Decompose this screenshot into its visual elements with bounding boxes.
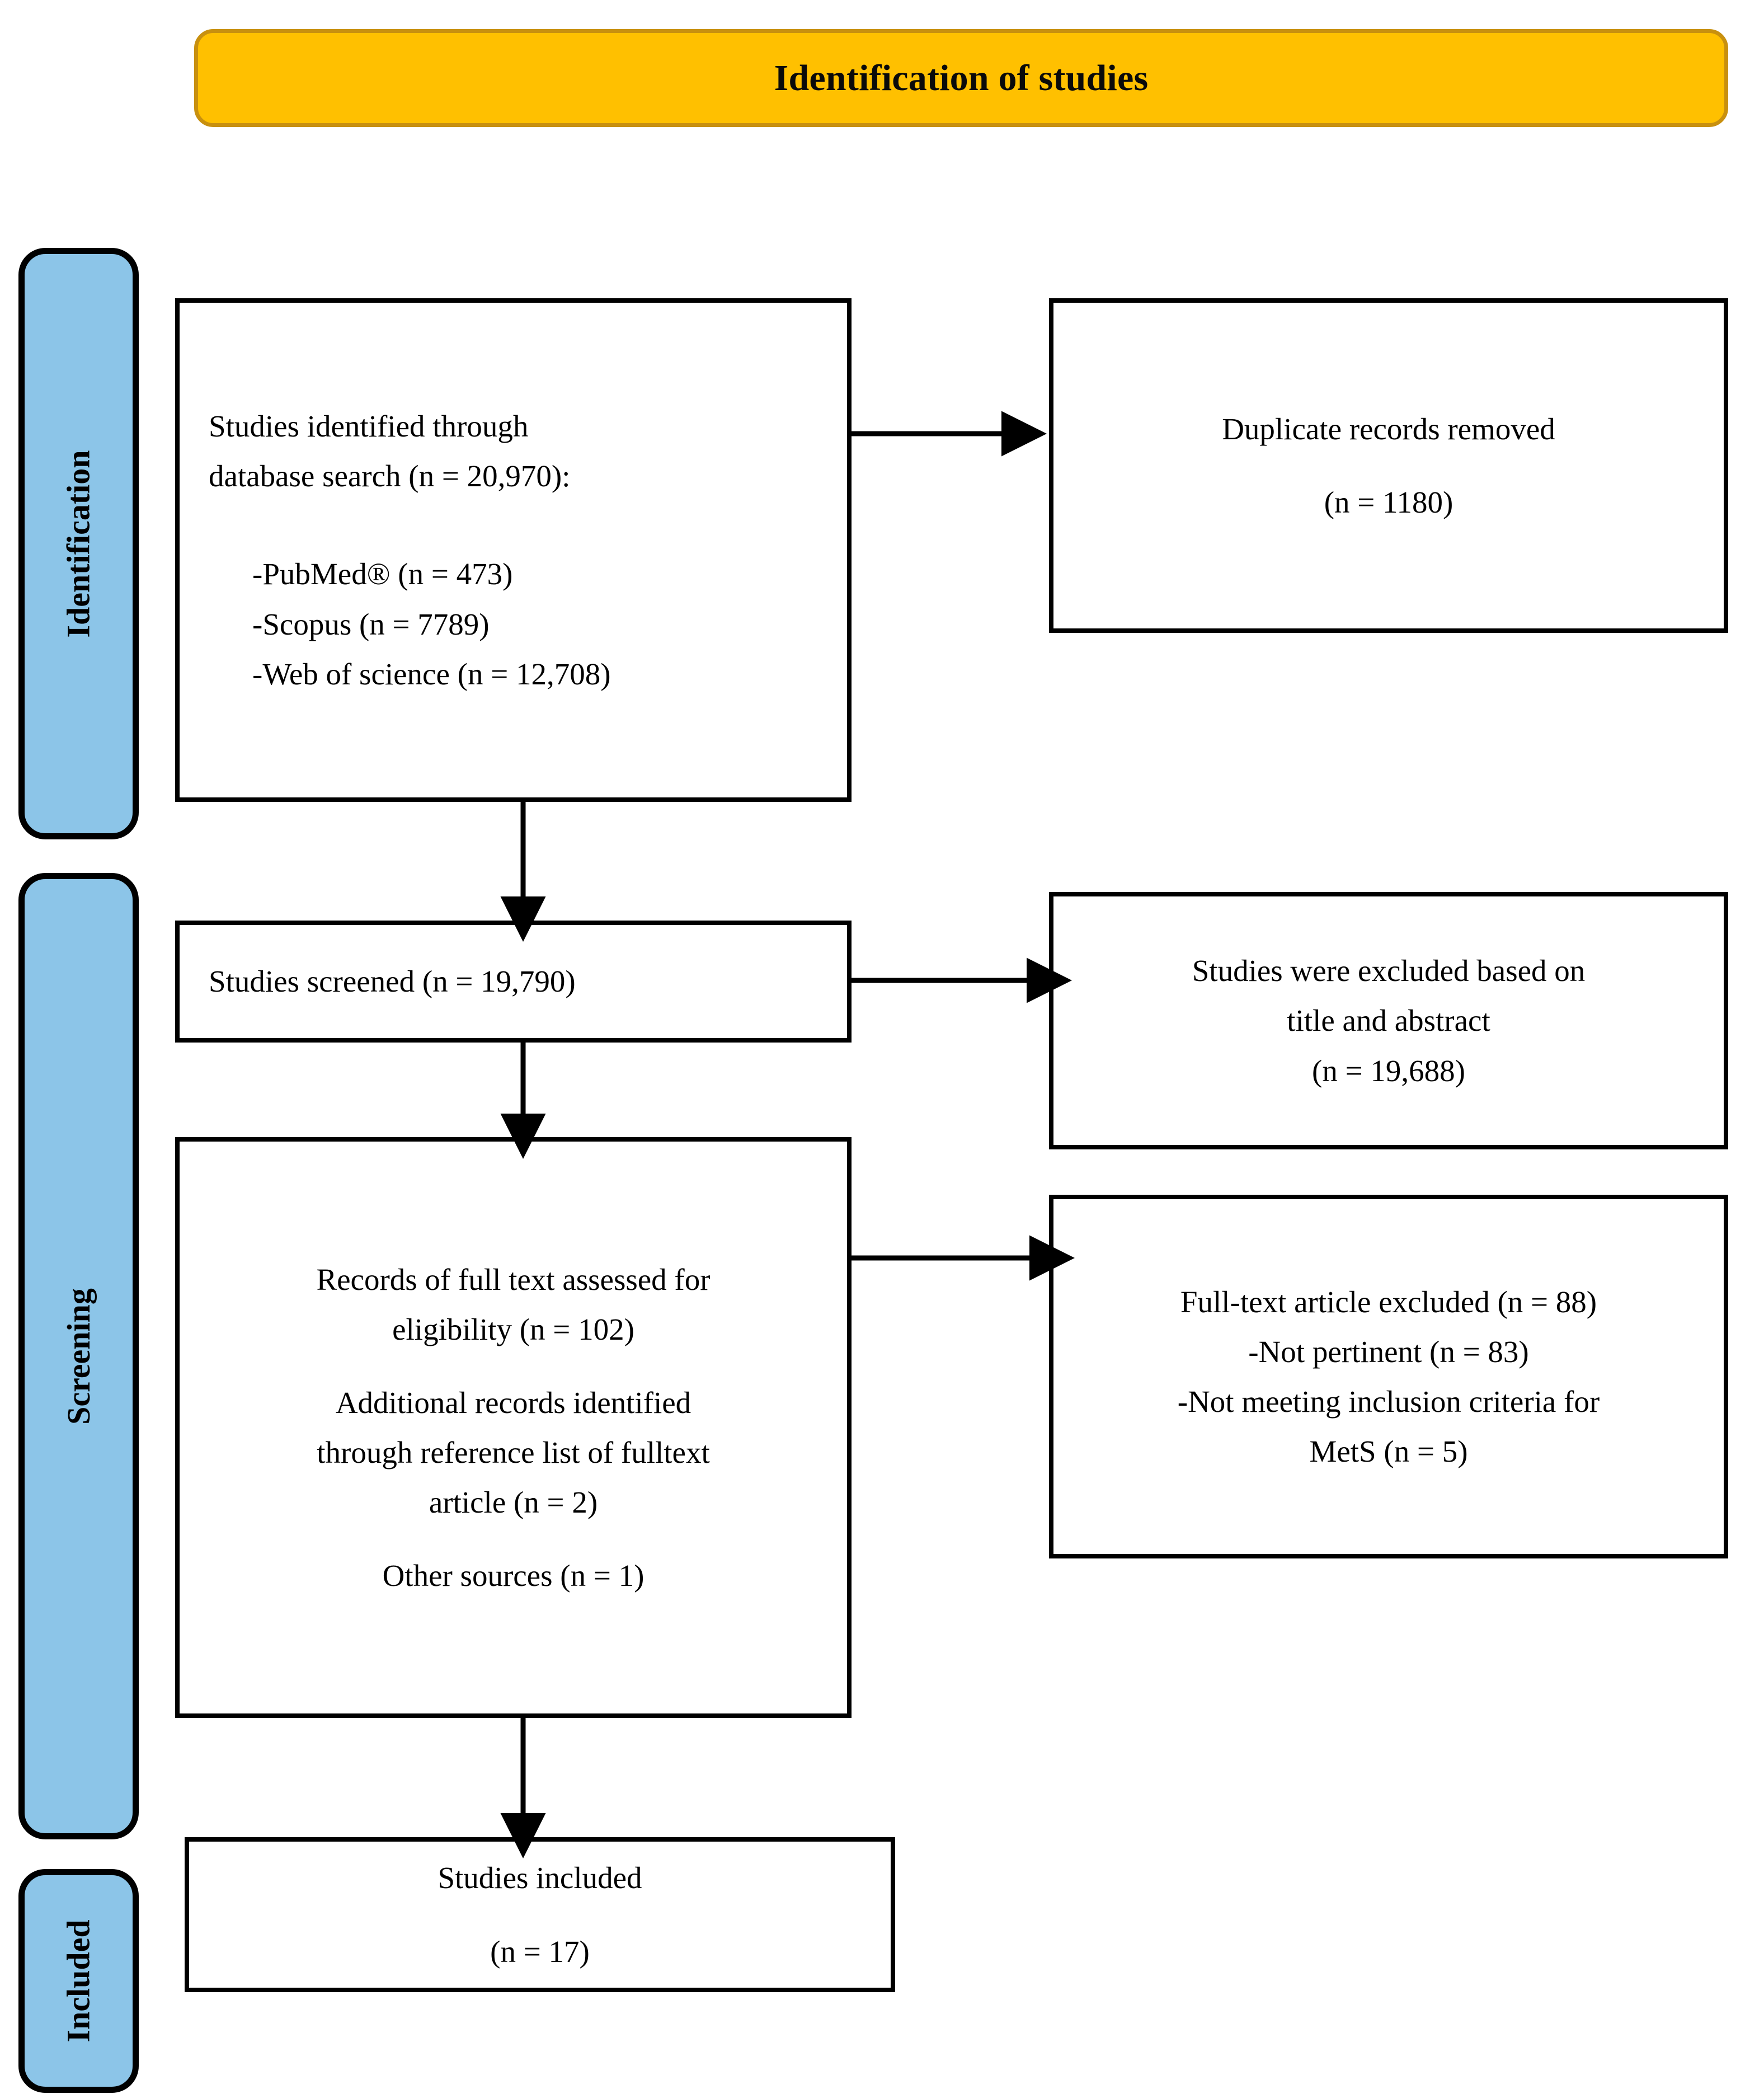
box-line: -Not meeting inclusion criteria for	[1177, 1384, 1600, 1419]
box-studies-included: Studies included (n = 17)	[185, 1837, 895, 1992]
box-line: -Not pertinent (n = 83)	[1248, 1334, 1529, 1369]
header-title: Identification of studies	[774, 57, 1149, 98]
box-line: Full-text article excluded (n = 88)	[1180, 1284, 1597, 1319]
box-line: -Web of science (n = 12,708)	[252, 656, 611, 691]
box-line: Studies were excluded based on	[1192, 954, 1586, 988]
header-banner: Identification of studies	[194, 29, 1728, 127]
box-line: title and abstract	[1287, 1003, 1490, 1038]
box-line: Additional records identified	[335, 1385, 692, 1420]
stage-pill-identification: Identification	[18, 248, 139, 839]
box-line: article (n = 2)	[429, 1485, 598, 1520]
box-line: Studies identified through	[209, 409, 529, 444]
box-line: Studies included	[438, 1861, 642, 1895]
stage-pill-screening: Screening	[18, 873, 139, 1839]
stage-pill-included: Included	[18, 1869, 139, 2093]
box-line: eligibility (n = 102)	[392, 1312, 634, 1346]
box-line: Records of full text assessed for	[316, 1262, 711, 1297]
box-line: -PubMed® (n = 473)	[252, 557, 513, 591]
box-studies-identified: Studies identified through database sear…	[175, 298, 852, 802]
box-excluded-title-abstract: Studies were excluded based on title and…	[1049, 892, 1728, 1149]
box-line: MetS (n = 5)	[1309, 1434, 1468, 1469]
box-studies-screened: Studies screened (n = 19,790)	[175, 921, 852, 1043]
box-fulltext-excluded: Full-text article excluded (n = 88) -Not…	[1049, 1195, 1728, 1558]
box-line: Studies screened (n = 19,790)	[209, 964, 576, 999]
box-line: (n = 1180)	[1324, 485, 1453, 519]
stage-label-included: Included	[60, 1919, 97, 2043]
box-duplicate-records-removed: Duplicate records removed (n = 1180)	[1049, 298, 1728, 633]
box-line: (n = 17)	[490, 1934, 590, 1969]
stage-label-screening: Screening	[60, 1288, 97, 1425]
box-line: Duplicate records removed	[1222, 411, 1555, 446]
box-line: -Scopus (n = 7789)	[252, 607, 490, 641]
box-fulltext-assessed: Records of full text assessed for eligib…	[175, 1137, 852, 1718]
box-line: (n = 19,688)	[1312, 1053, 1465, 1088]
box-line: Other sources (n = 1)	[382, 1558, 645, 1593]
box-line: database search (n = 20,970):	[209, 459, 571, 494]
stage-label-identification: Identification	[60, 449, 97, 638]
box-line: through reference list of fulltext	[317, 1435, 710, 1469]
